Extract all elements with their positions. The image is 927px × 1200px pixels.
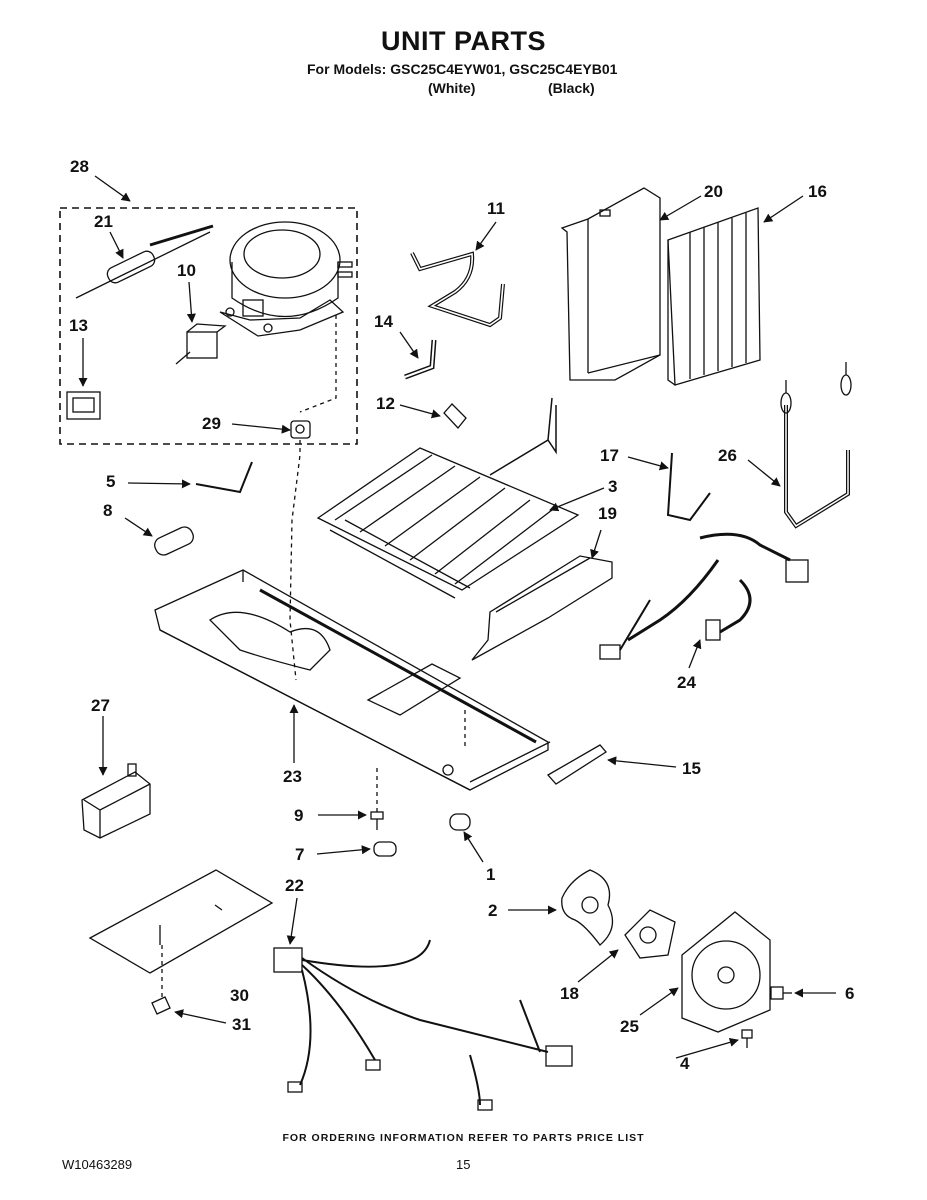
drain-tray-part xyxy=(471,555,613,661)
leader-lines xyxy=(78,175,836,1059)
callout-10: 10 xyxy=(177,261,196,280)
callout-20: 20 xyxy=(704,182,723,201)
callout-6: 6 xyxy=(845,984,855,1003)
cable-tie-part xyxy=(546,744,607,785)
fan-harness-part xyxy=(273,939,573,1111)
callout-24: 24 xyxy=(677,673,696,692)
base-pan-part xyxy=(154,569,551,791)
callout-19: 19 xyxy=(598,504,617,523)
color-white-label: (White) xyxy=(428,80,476,96)
fan-motor-part xyxy=(624,909,676,959)
callout-7: 7 xyxy=(295,845,305,864)
callout-5: 5 xyxy=(106,472,116,491)
color-black-label: (Black) xyxy=(548,80,595,96)
callout-8: 8 xyxy=(103,501,113,520)
compressor-kit-box xyxy=(59,207,358,445)
callout-30: 30 xyxy=(230,986,249,1005)
fan-blade-part xyxy=(561,869,614,946)
screw-6-part xyxy=(770,986,792,1000)
callout-1: 1 xyxy=(486,865,496,884)
drain-hose-part xyxy=(195,461,253,494)
relay-part xyxy=(175,323,227,365)
ordering-note: FOR ORDERING INFORMATION REFER TO PARTS … xyxy=(282,1132,645,1144)
document-number: W10463289 xyxy=(62,1157,133,1172)
callout-27: 27 xyxy=(91,696,110,715)
page-number: 15 xyxy=(456,1157,471,1172)
callout-12: 12 xyxy=(376,394,395,413)
callout-31: 31 xyxy=(232,1015,251,1034)
callout-4: 4 xyxy=(680,1054,690,1073)
clip-small-part xyxy=(151,996,171,1015)
condenser-cover-part xyxy=(560,187,661,381)
evaporator-part xyxy=(316,447,580,599)
callout-23: 23 xyxy=(283,767,302,786)
callout-18: 18 xyxy=(560,984,579,1003)
models-line: For Models: GSC25C4EYW01, GSC25C4EYB01 xyxy=(307,61,618,77)
compressor-part xyxy=(219,221,353,337)
callout-2: 2 xyxy=(488,901,498,920)
page-title: UNIT PARTS xyxy=(381,26,546,56)
capacitor-part xyxy=(81,763,151,839)
bracket-clip-part xyxy=(666,452,711,522)
fan-bracket-part xyxy=(681,911,771,1033)
grommet-round-part xyxy=(449,813,471,831)
capillary-part xyxy=(780,362,852,529)
screw-4-part xyxy=(741,1029,753,1048)
callout-11: 11 xyxy=(487,199,505,218)
grommet-small-part xyxy=(373,841,397,857)
callout-15: 15 xyxy=(682,759,701,778)
callout-14: 14 xyxy=(374,312,393,331)
insulation-sheet-part xyxy=(88,869,274,1000)
callout-17: 17 xyxy=(600,446,619,465)
callout-21: 21 xyxy=(94,212,113,231)
callout-29: 29 xyxy=(202,414,221,433)
unit-harness-part xyxy=(599,532,809,660)
overload-part xyxy=(66,391,101,420)
callout-26: 26 xyxy=(718,446,737,465)
condenser-part xyxy=(667,207,761,386)
sleeve-part xyxy=(154,526,194,556)
callout-9: 9 xyxy=(294,806,304,825)
screw-part xyxy=(370,768,384,830)
clip-part xyxy=(443,403,467,429)
callout-25: 25 xyxy=(620,1017,639,1036)
callout-22: 22 xyxy=(285,876,304,895)
callout-13: 13 xyxy=(69,316,88,335)
callout-28: 28 xyxy=(70,157,89,176)
callout-16: 16 xyxy=(808,182,827,201)
drier-part xyxy=(75,224,214,299)
grommet-part xyxy=(289,315,337,681)
callout-3: 3 xyxy=(608,477,618,496)
